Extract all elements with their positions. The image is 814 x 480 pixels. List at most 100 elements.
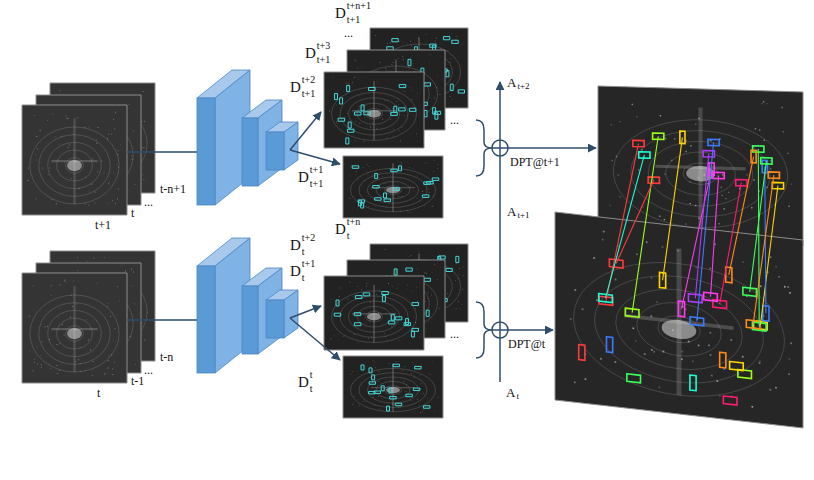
frame-ground [324,72,424,148]
match-line [606,155,645,298]
point-speck [769,389,771,391]
point-speck [5,115,111,226]
detection-box [382,296,385,302]
subscript-index: t+1 [347,15,360,25]
point-speck [0,93,90,204]
point-speck [0,113,81,224]
point-speck [374,131,475,194]
point-speck [328,350,429,413]
detection-box [392,39,398,42]
output-line [290,112,321,150]
match-line [710,175,718,296]
point-speck [582,308,584,310]
point-speck [611,160,612,161]
point-speck [13,226,119,337]
point-speck [370,344,471,407]
detection-box [369,368,372,373]
point-speck [609,205,610,206]
point-speck [58,261,164,372]
point-speck [369,357,470,420]
point-speck [377,132,478,195]
point-speck [54,318,160,429]
detection-box [424,83,430,86]
point-speck [329,56,430,133]
point-speck [361,342,462,405]
point-speck [387,137,488,200]
point-speck [32,72,138,183]
frame-ground [343,156,443,218]
sensor-blob [386,187,400,193]
detection-box [381,386,384,391]
match-line [695,154,709,299]
point-speck [61,118,167,229]
point-speck [370,381,471,444]
point-speck [351,284,452,359]
point-speck [341,289,442,364]
point-speck [298,45,399,122]
point-speck [365,280,466,355]
point-speck [56,148,162,259]
point-speck [318,142,419,205]
point-speck [303,288,404,363]
point-speck [312,255,413,330]
point-speck [295,79,396,156]
frame-time: t [131,207,134,219]
point-speck [0,271,100,382]
track-box [627,374,641,383]
point-speck [323,334,424,397]
detection-box [383,193,386,198]
point-speck [326,273,427,348]
point-speck [787,286,789,288]
point-speck [350,166,451,229]
point-speck [5,104,111,215]
point-speck [641,149,642,150]
point-speck [315,259,416,334]
point-speck [44,84,150,195]
point-speck [382,330,483,393]
point-speck [781,107,782,108]
point-speck [0,99,89,210]
point-speck [721,195,722,196]
point-speck [695,124,696,125]
point-speck [685,223,686,224]
point-speck [0,81,90,192]
point-speck [618,174,619,175]
ellipsis: ... [450,114,459,126]
point-speck [0,309,94,420]
detection-box [394,269,397,275]
detection-box [426,310,429,316]
detection-box [384,199,391,201]
point-speck [364,346,465,409]
point-speck [25,62,131,173]
point-speck [27,292,133,403]
point-speck [328,365,429,428]
point-speck [755,128,756,129]
point-speck [383,174,484,237]
point-speck [662,246,664,248]
point-speck [751,207,752,208]
point-speck [24,248,130,359]
point-speck [363,331,464,394]
point-speck [298,262,399,337]
superscript-index: t+3 [317,41,330,51]
point-speck [15,92,121,203]
point-speck [660,115,661,116]
track-box [659,272,665,288]
point-speck [367,250,468,325]
point-speck [0,107,94,218]
point-speck [42,147,148,258]
detection-box [456,256,459,262]
point-speck [62,307,168,418]
point-speck [36,71,142,182]
frame-time: t [97,387,100,399]
point-speck [365,271,466,346]
sensor-blob [67,328,82,339]
point-speck [33,122,139,233]
point-speck [339,332,440,395]
point-speck [60,319,166,430]
point-speck [382,175,483,238]
point-speck [698,344,700,346]
point-speck [379,161,480,224]
detection-map [343,356,443,418]
point-speck [327,148,428,211]
